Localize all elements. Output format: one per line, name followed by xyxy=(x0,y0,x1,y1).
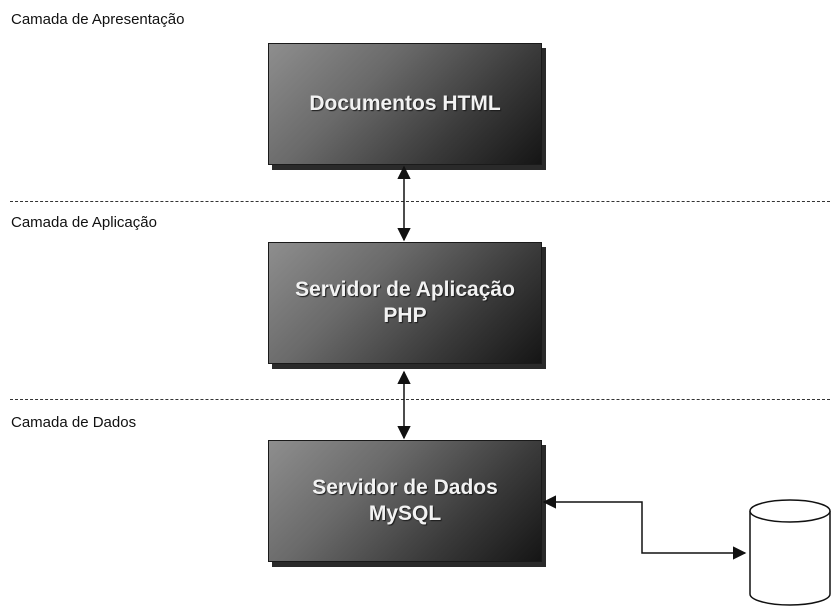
application-server-box-line-1: Servidor de Aplicação xyxy=(295,278,515,301)
application-server-box: Servidor de Aplicação PHP xyxy=(268,242,542,364)
html-documents-box: Documentos HTML xyxy=(268,43,542,165)
data-server-box-line-1: Servidor de Dados xyxy=(312,476,498,499)
arrow-db-server-to-storage xyxy=(542,495,747,560)
html-documents-box-line-1: Documentos HTML xyxy=(309,92,501,115)
layer-label-data: Camada de Dados xyxy=(11,414,137,431)
layer-divider-presentation-application xyxy=(10,201,830,202)
layer-label-presentation: Camada de Apresentação xyxy=(11,11,185,28)
layer-label-application: Camada de Aplicação xyxy=(11,214,157,231)
data-server-box: Servidor de Dados MySQL xyxy=(268,440,542,562)
data-server-box-line-2: MySQL xyxy=(368,502,442,525)
application-server-box-line-2: PHP xyxy=(383,304,427,327)
layer-divider-application-data xyxy=(10,399,830,400)
database-cylinder-icon xyxy=(749,499,831,606)
